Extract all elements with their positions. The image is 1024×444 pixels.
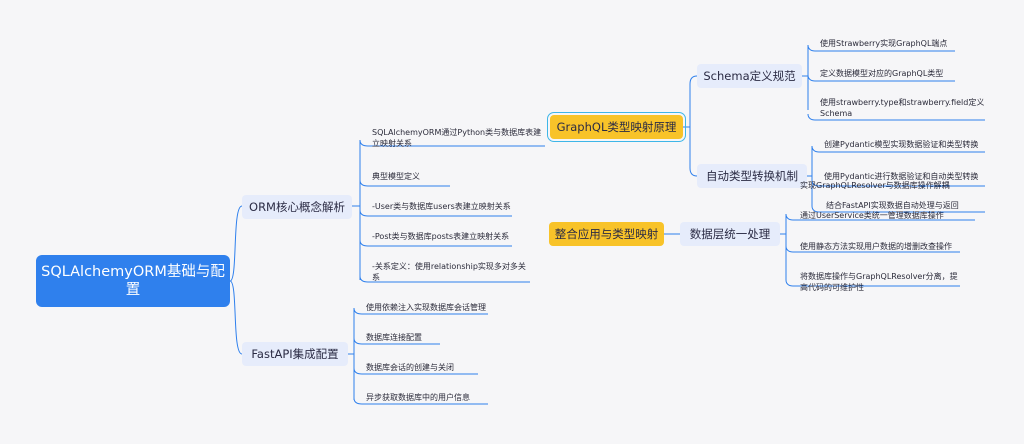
orm-core-label: ORM核心概念解析 — [249, 200, 345, 214]
schema-label: Schema定义规范 — [703, 69, 796, 83]
schema-leaf-1: 使用Strawberry实现GraphQL端点 — [820, 39, 948, 48]
schema-node[interactable]: Schema定义规范 — [697, 64, 802, 88]
orm-leaf-1: SQLAlchemyORM通过Python类与数据库表建立映射关系 — [372, 128, 542, 148]
orm-leaf-5: -关系定义：使用relationship实现多对多关系 — [372, 262, 526, 282]
fastapi-leaf-2: 数据库连接配置 — [366, 333, 422, 342]
datalayer-leaf-2: 通过UserService类统一管理数据库操作 — [800, 211, 944, 220]
root-node[interactable]: SQLAlchemyORM基础与配置 — [36, 255, 230, 307]
convert-leaf-3: 结合FastAPI实现数据自动处理与返回 — [826, 201, 959, 210]
fastapi-leaf-4: 异步获取数据库中的用户信息 — [366, 393, 470, 402]
graphql-label: GraphQL类型映射原理 — [556, 120, 677, 134]
datalayer-leaf-4: 将数据库操作与GraphQLResolver分离，提高代码的可维护性 — [800, 272, 958, 292]
orm-leaf-3: -User类与数据库users表建立映射关系 — [372, 202, 511, 211]
integration-label: 整合应用与类型映射 — [554, 227, 659, 241]
orm-leaf-2: 典型模型定义 — [372, 172, 420, 181]
orm-core-node[interactable]: ORM核心概念解析 — [242, 195, 352, 219]
root-label: SQLAlchemyORM基础与配置 — [41, 264, 225, 298]
schema-leaf-2: 定义数据模型对应的GraphQL类型 — [820, 69, 944, 78]
integration-node[interactable]: 整合应用与类型映射 — [549, 222, 664, 246]
graphql-node[interactable]: GraphQL类型映射原理 — [547, 112, 686, 142]
data-layer-label: 数据层统一处理 — [689, 227, 771, 241]
fastapi-leaf-3: 数据库会话的创建与关闭 — [366, 363, 454, 372]
orm-leaf-4: -Post类与数据库posts表建立映射关系 — [372, 232, 510, 241]
schema-leaf-3: 使用strawberry.type和strawberry.field定义Sche… — [820, 98, 985, 118]
fastapi-node[interactable]: FastAPI集成配置 — [242, 342, 348, 366]
fastapi-leaf-1: 使用依赖注入实现数据库会话管理 — [366, 303, 486, 312]
data-layer-node[interactable]: 数据层统一处理 — [680, 222, 780, 246]
convert-leaf-2: 使用Pydantic进行数据验证和自动类型转换 — [824, 172, 979, 181]
convert-leaf-1: 创建Pydantic模型实现数据验证和类型转换 — [824, 140, 979, 149]
auto-convert-label: 自动类型转换机制 — [706, 169, 798, 183]
datalayer-leaf-3: 使用静态方法实现用户数据的增删改查操作 — [800, 242, 952, 251]
fastapi-label: FastAPI集成配置 — [251, 347, 339, 361]
datalayer-leaf-1: 实现GraphQLResolver与数据库操作解耦 — [800, 181, 950, 190]
auto-convert-node[interactable]: 自动类型转换机制 — [697, 164, 807, 188]
